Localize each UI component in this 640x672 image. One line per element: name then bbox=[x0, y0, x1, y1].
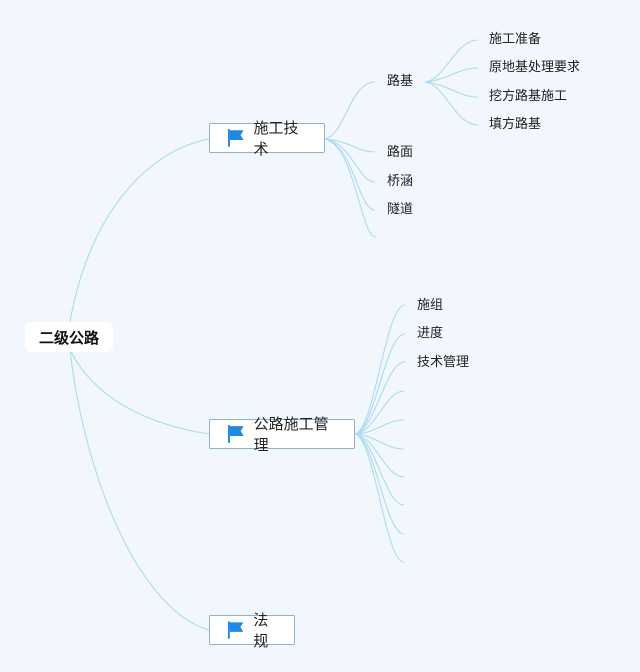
connector-b2-7 bbox=[354, 433, 405, 478]
connector-b1-lumian bbox=[324, 138, 376, 153]
connector-b1-empty bbox=[324, 138, 377, 238]
connector-root-branch-2 bbox=[69, 349, 210, 435]
branch-node-regulations[interactable]: 法规 bbox=[209, 611, 295, 650]
topic-construction-organization[interactable]: 施组 bbox=[417, 298, 444, 313]
connector-b2-8 bbox=[354, 433, 405, 506]
topic-tunnels[interactable]: 隧道 bbox=[387, 202, 414, 217]
branch-node-construction-tech[interactable]: 施工技术 bbox=[209, 119, 325, 158]
connector-luji-3 bbox=[424, 81, 479, 98]
flag-icon bbox=[227, 425, 244, 443]
connector-b2-4 bbox=[354, 390, 405, 435]
connector-b1-qiaohan bbox=[324, 138, 376, 183]
topic-pavement[interactable]: 路面 bbox=[387, 145, 414, 160]
topic-subgrade[interactable]: 路基 bbox=[387, 74, 414, 89]
connector-b2-10 bbox=[354, 433, 405, 563]
connector-luji-1 bbox=[424, 39, 479, 83]
connector-b2-5 bbox=[354, 419, 405, 435]
connector-luji-4 bbox=[424, 81, 479, 126]
root-label: 二级公路 bbox=[38, 328, 99, 347]
connector-b1-luji bbox=[324, 81, 376, 140]
topic-fill-subgrade[interactable]: 填方路基 bbox=[489, 117, 542, 132]
connector-b2-2 bbox=[354, 333, 406, 435]
connector-b2-6 bbox=[354, 433, 405, 450]
flag-icon bbox=[227, 129, 244, 147]
connector-b2-1 bbox=[354, 304, 406, 435]
connector-root-branch-1 bbox=[69, 138, 210, 323]
branch-label: 施工技术 bbox=[253, 119, 299, 158]
flag-icon bbox=[227, 621, 244, 639]
root-node[interactable]: 二级公路 bbox=[25, 322, 113, 352]
connector-root-branch-3 bbox=[69, 349, 210, 631]
branch-node-highway-management[interactable]: 公路施工管理 bbox=[209, 415, 355, 454]
topic-schedule[interactable]: 进度 bbox=[417, 326, 444, 341]
connector-luji-2 bbox=[424, 67, 479, 83]
topic-bridges-culverts[interactable]: 桥涵 bbox=[387, 174, 414, 189]
connector-b1-suidao bbox=[324, 138, 376, 211]
topic-preparation[interactable]: 施工准备 bbox=[489, 32, 542, 47]
branch-label: 公路施工管理 bbox=[253, 415, 329, 454]
branch-label: 法规 bbox=[253, 611, 269, 650]
topic-technical-management[interactable]: 技术管理 bbox=[417, 355, 470, 370]
connector-b2-9 bbox=[354, 433, 405, 535]
topic-cut-subgrade[interactable]: 挖方路基施工 bbox=[489, 89, 568, 104]
topic-foundation-requirements[interactable]: 原地基处理要求 bbox=[489, 60, 581, 75]
connector-b2-3 bbox=[354, 361, 406, 435]
